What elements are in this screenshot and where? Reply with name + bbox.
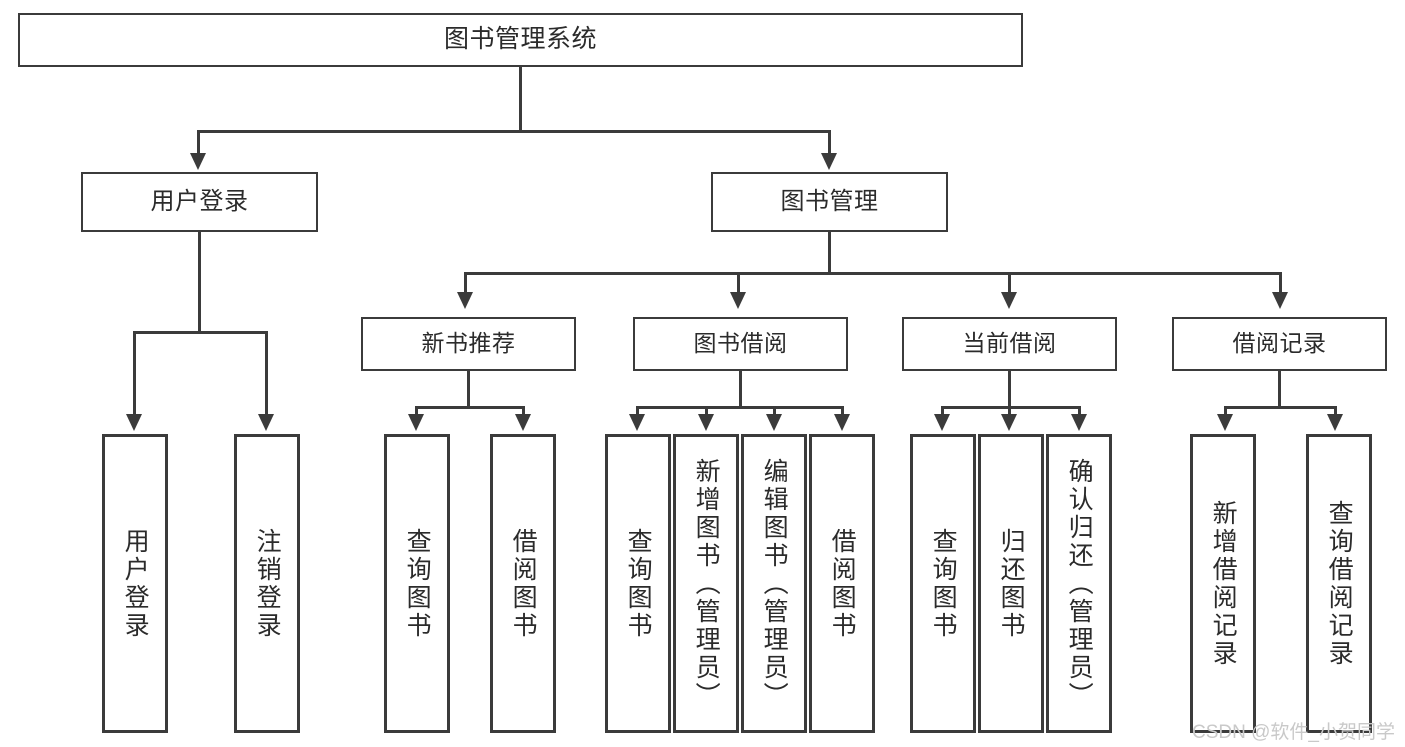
connector-newbook-drop-1 xyxy=(415,406,418,416)
connector-bookborrow-bus xyxy=(636,406,844,409)
node-label: 借阅记录 xyxy=(1232,330,1327,357)
node-label: 注销登录 xyxy=(253,527,282,640)
node-user-login[interactable]: 用户登录 xyxy=(81,172,318,232)
node-label: 用户登录 xyxy=(121,527,150,640)
connector-userlogin-drop-2 xyxy=(265,331,268,416)
arrowhead-bookborrow-leaf-2 xyxy=(698,414,714,431)
arrowhead-to-user-login-leaf xyxy=(126,414,142,431)
leaf-borrow-book-recommend[interactable]: 借阅图书 xyxy=(490,434,556,733)
node-label: 归还图书 xyxy=(997,527,1026,640)
leaf-confirm-return-admin[interactable]: 确认归还（管理员） xyxy=(1046,434,1112,733)
node-label: 图书管理 xyxy=(780,187,879,215)
arrowhead-to-book-manage xyxy=(821,153,837,170)
node-label: 编辑图书（管理员） xyxy=(760,457,789,710)
node-label: 借阅图书 xyxy=(509,527,538,640)
connector-bookmgmt-drop-4 xyxy=(1279,272,1282,294)
node-label: 查询图书 xyxy=(624,527,653,640)
arrowhead-borrowrecord-leaf-2 xyxy=(1327,414,1343,431)
connector-root-drop-left xyxy=(197,130,200,155)
connector-newbook-bus xyxy=(415,406,525,409)
connector-bookmgmt-drop-1 xyxy=(464,272,467,294)
leaf-query-book-current[interactable]: 查询图书 xyxy=(910,434,976,733)
connector-bookborrow-drop-4 xyxy=(841,406,844,416)
arrowhead-to-user-login xyxy=(190,153,206,170)
connector-borrowrecord-drop-2 xyxy=(1334,406,1337,416)
leaf-add-book-admin[interactable]: 新增图书（管理员） xyxy=(673,434,739,733)
connector-bookborrow-drop-1 xyxy=(636,406,639,416)
arrowhead-currentborrow-leaf-1 xyxy=(934,414,950,431)
node-label: 图书管理系统 xyxy=(443,25,597,54)
node-label: 用户登录 xyxy=(150,187,249,215)
leaf-edit-book-admin[interactable]: 编辑图书（管理员） xyxy=(741,434,807,733)
watermark: CSDN @软件_小贺同学 xyxy=(1192,722,1395,743)
leaf-query-borrow-record[interactable]: 查询借阅记录 xyxy=(1306,434,1372,733)
node-book-management[interactable]: 图书管理 xyxy=(711,172,948,232)
connector-currentborrow-drop-1 xyxy=(941,406,944,416)
connector-bookborrow-stem xyxy=(739,371,742,409)
arrowhead-to-book-borrow xyxy=(730,292,746,309)
node-label: 新增借阅记录 xyxy=(1209,499,1238,668)
node-label: 确认归还（管理员） xyxy=(1065,457,1094,710)
node-label: 查询图书 xyxy=(929,527,958,640)
node-current-borrow[interactable]: 当前借阅 xyxy=(902,317,1117,371)
node-book-borrow[interactable]: 图书借阅 xyxy=(633,317,848,371)
node-new-book-recommend[interactable]: 新书推荐 xyxy=(361,317,576,371)
leaf-user-login[interactable]: 用户登录 xyxy=(102,434,168,733)
node-label: 新书推荐 xyxy=(421,330,516,357)
node-label: 当前借阅 xyxy=(962,330,1057,357)
connector-borrowrecord-stem xyxy=(1278,371,1281,409)
connector-bookborrow-drop-3 xyxy=(773,406,776,416)
connector-userlogin-drop-1 xyxy=(133,331,136,416)
connector-bookmgmt-drop-3 xyxy=(1008,272,1011,294)
node-borrow-record[interactable]: 借阅记录 xyxy=(1172,317,1387,371)
connector-bookmgmt-drop-2 xyxy=(737,272,740,294)
arrowhead-currentborrow-leaf-3 xyxy=(1071,414,1087,431)
connector-borrowrecord-drop-1 xyxy=(1224,406,1227,416)
arrowhead-to-new-book-recommend xyxy=(457,292,473,309)
arrowhead-bookborrow-leaf-4 xyxy=(834,414,850,431)
arrowhead-newbook-leaf-2 xyxy=(515,414,531,431)
arrowhead-to-current-borrow xyxy=(1001,292,1017,309)
connector-bookmgmt-bus xyxy=(464,272,1282,275)
connector-root-drop-right xyxy=(828,130,831,155)
arrowhead-bookborrow-leaf-3 xyxy=(766,414,782,431)
arrowhead-newbook-leaf-1 xyxy=(408,414,424,431)
connector-bookborrow-drop-2 xyxy=(705,406,708,416)
connector-borrowrecord-bus xyxy=(1224,406,1337,409)
connector-userlogin-stem xyxy=(198,232,201,333)
node-label: 借阅图书 xyxy=(828,527,857,640)
connector-newbook-drop-2 xyxy=(522,406,525,416)
node-label: 图书借阅 xyxy=(693,330,788,357)
leaf-logout[interactable]: 注销登录 xyxy=(234,434,300,733)
leaf-borrow-book[interactable]: 借阅图书 xyxy=(809,434,875,733)
connector-currentborrow-drop-3 xyxy=(1078,406,1081,416)
node-label: 查询图书 xyxy=(403,527,432,640)
node-root-system[interactable]: 图书管理系统 xyxy=(18,13,1023,67)
connector-root-bus xyxy=(197,130,831,133)
arrowhead-currentborrow-leaf-2 xyxy=(1001,414,1017,431)
connector-currentborrow-bus xyxy=(941,406,1081,409)
leaf-return-book[interactable]: 归还图书 xyxy=(978,434,1044,733)
connector-userlogin-bus xyxy=(133,331,268,334)
connector-newbook-stem xyxy=(467,371,470,409)
connector-currentborrow-drop-2 xyxy=(1008,406,1011,416)
arrowhead-to-logout-leaf xyxy=(258,414,274,431)
leaf-query-book-recommend[interactable]: 查询图书 xyxy=(384,434,450,733)
leaf-query-book-borrow[interactable]: 查询图书 xyxy=(605,434,671,733)
arrowhead-to-borrow-record xyxy=(1272,292,1288,309)
node-label: 新增图书（管理员） xyxy=(692,457,721,710)
arrowhead-borrowrecord-leaf-1 xyxy=(1217,414,1233,431)
node-label: 查询借阅记录 xyxy=(1325,499,1354,668)
leaf-add-borrow-record[interactable]: 新增借阅记录 xyxy=(1190,434,1256,733)
connector-bookmgmt-stem xyxy=(828,232,831,274)
arrowhead-bookborrow-leaf-1 xyxy=(629,414,645,431)
connector-root-stem xyxy=(519,67,522,132)
connector-currentborrow-stem xyxy=(1008,371,1011,409)
